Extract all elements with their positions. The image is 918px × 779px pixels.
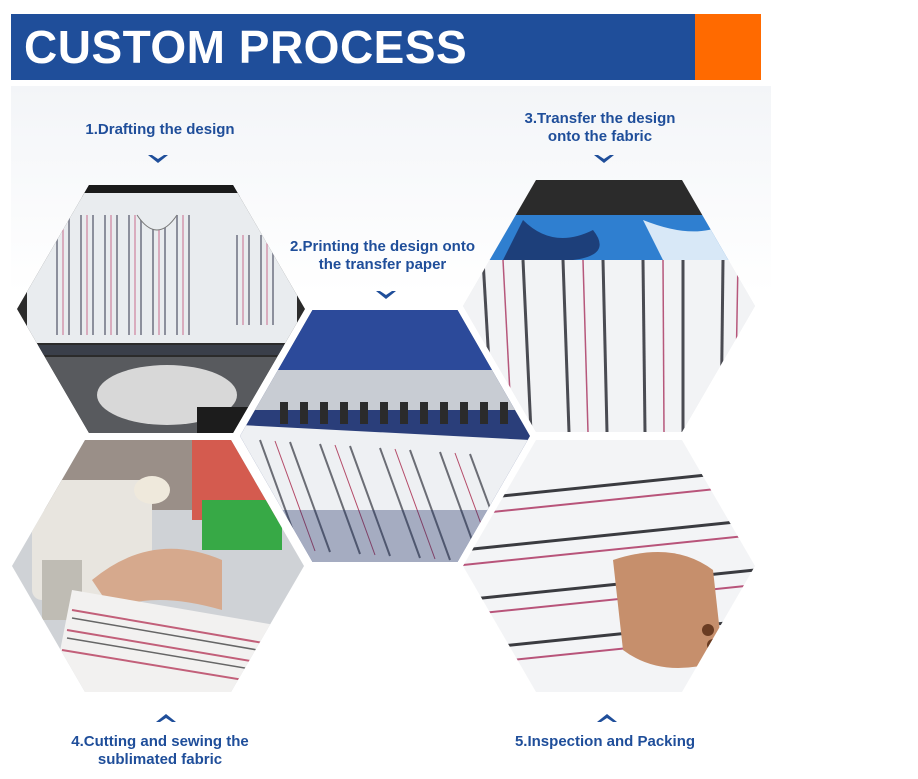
step-1-label: 1.Drafting the design: [60, 121, 260, 139]
step-2-title-line2: the transfer paper: [318, 256, 447, 273]
step-3-title-line1: 3.Transfer the design: [524, 110, 676, 127]
step-4-label: 4.Cutting and sewing the sublimated fabr…: [50, 733, 270, 769]
step-4-title-line1: 4.Cutting and sewing the: [71, 733, 249, 750]
chevron-down-icon: [594, 155, 614, 163]
chevron-down-icon: [376, 291, 396, 299]
step-5-label: 5.Inspection and Packing: [495, 733, 715, 751]
step-3-label: 3.Transfer the design onto the fabric: [500, 110, 700, 146]
step-2-label: 2.Printing the design onto the transfer …: [270, 238, 495, 274]
chevron-up-icon: [597, 714, 617, 722]
banner-accent-block: [695, 14, 761, 80]
page-title: CUSTOM PROCESS: [24, 21, 468, 73]
step-2-title-line1: 2.Printing the design onto: [290, 238, 475, 255]
step-1-title: 1.Drafting the design: [85, 121, 235, 138]
chevron-down-icon: [148, 155, 168, 163]
step-4-title-line2: sublimated fabric: [97, 751, 223, 768]
step-3-title-line2: onto the fabric: [547, 128, 653, 145]
chevron-up-icon: [156, 714, 176, 722]
step-5-title: 5.Inspection and Packing: [514, 733, 696, 750]
title-banner: CUSTOM PROCESS: [11, 14, 695, 80]
